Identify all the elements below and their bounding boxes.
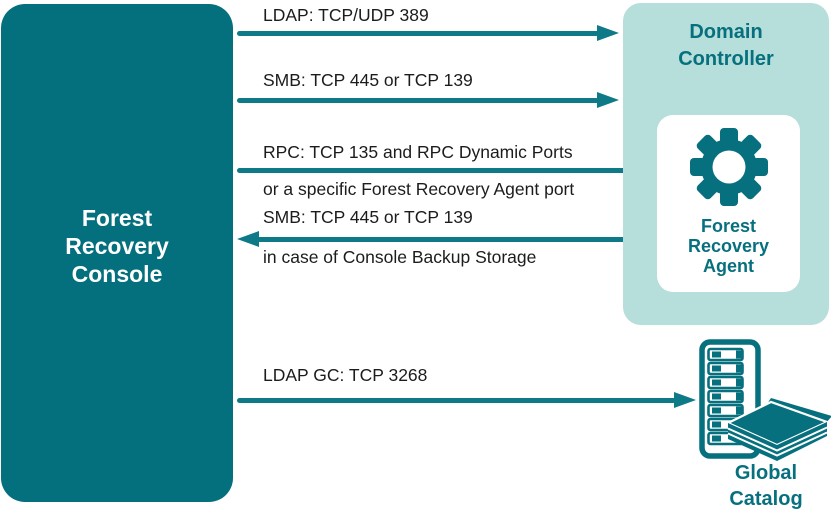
flow-sublabel-smb-return: in case of Console Backup Storage	[263, 247, 537, 267]
gear-icon	[689, 127, 769, 207]
arrowhead-right-icon	[674, 392, 696, 408]
global-catalog-icon	[695, 336, 831, 467]
arrow-shaft	[237, 167, 630, 173]
forest-recovery-console-box: Forest Recovery Console	[1, 4, 233, 502]
flow-arrow-rpc	[237, 162, 650, 178]
flow-label-rpc: RPC: TCP 135 and RPC Dynamic Ports	[263, 142, 573, 162]
arrow-shaft	[237, 397, 676, 403]
flow-arrow-smb	[237, 92, 619, 108]
flow-sublabel-rpc: or a specific Forest Recovery Agent port	[263, 179, 575, 199]
domain-controller-box: Domain Controller	[623, 3, 829, 325]
book-icon	[725, 398, 831, 461]
arrow-shaft	[237, 30, 599, 36]
arrow-shaft	[237, 97, 599, 103]
flow-label-ldap-gc: LDAP GC: TCP 3268	[263, 365, 428, 385]
arrowhead-left-icon	[237, 231, 259, 247]
domain-controller-title: Domain Controller	[678, 21, 774, 70]
agent-title: Forest Recovery Agent	[687, 216, 770, 276]
global-catalog-label: Global Catalog	[729, 462, 803, 510]
flow-label-smb-return: SMB: TCP 445 or TCP 139	[263, 207, 473, 227]
flow-arrow-ldap-gc	[237, 392, 696, 408]
flow-label-ldap: LDAP: TCP/UDP 389	[263, 5, 429, 25]
flow-label-smb: SMB: TCP 445 or TCP 139	[263, 70, 473, 90]
flow-arrow-smb-return	[237, 231, 656, 247]
arrow-shaft	[257, 236, 656, 242]
arrowhead-right-icon	[597, 92, 619, 108]
arrowhead-right-icon	[597, 25, 619, 41]
console-title: Forest Recovery Console	[65, 205, 169, 287]
flow-arrow-ldap	[237, 25, 619, 41]
forest-recovery-agent-box: Forest Recovery Agent	[657, 115, 800, 292]
